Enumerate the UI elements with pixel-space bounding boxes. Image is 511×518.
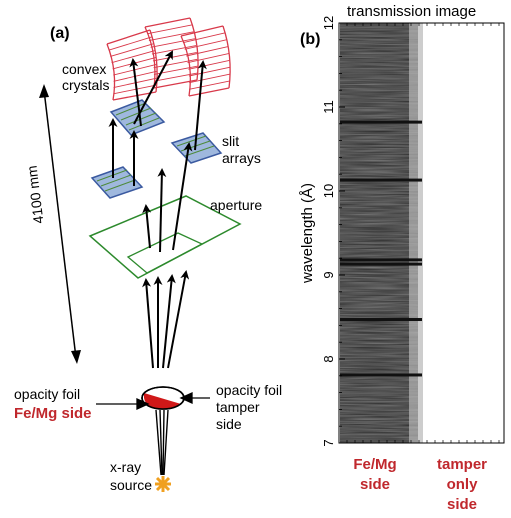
xray-source-icon bbox=[155, 476, 171, 492]
opacity-foil-right-label-2: tamper bbox=[216, 399, 260, 415]
wavelength-axis-label: wavelength (Å) bbox=[299, 183, 316, 284]
absorption-lines bbox=[340, 120, 422, 377]
panel-a: (a) convex crystal bbox=[14, 17, 282, 493]
image-border bbox=[338, 22, 505, 444]
transmission-image-title: transmission image bbox=[347, 3, 476, 20]
fe-mg-side-label: Fe/Mg side bbox=[14, 405, 92, 422]
source-cone bbox=[155, 409, 169, 476]
absorption-line bbox=[340, 120, 422, 124]
xray-source-label-2: source bbox=[110, 477, 152, 493]
y-tick-label: 9 bbox=[321, 271, 336, 278]
slit-arrays-label-2: arrays bbox=[222, 150, 261, 166]
opacity-foil-left-label: opacity foil bbox=[14, 386, 80, 402]
absorption-line bbox=[340, 262, 422, 266]
y-tick-label: 10 bbox=[321, 184, 336, 198]
xray-source-label-1: x-ray bbox=[110, 459, 141, 475]
foil-side-arrows bbox=[96, 391, 210, 411]
panel-b-label: (b) bbox=[300, 31, 320, 48]
tamper-only-side-label-2: only bbox=[447, 476, 478, 493]
slit-arrays-label-1: slit bbox=[222, 133, 239, 149]
convex-crystals-label-1: convex bbox=[62, 61, 106, 77]
tamper-only-side-label-1: tamper bbox=[437, 456, 487, 473]
y-tick-label: 12 bbox=[321, 16, 336, 30]
fe-mg-side-bottom-label-2: side bbox=[360, 476, 390, 493]
absorption-line bbox=[340, 373, 422, 377]
y-tick-label: 11 bbox=[321, 100, 336, 114]
slit-arrays bbox=[90, 99, 223, 199]
panel-b: (b) transmission image 7 8 9 10 11 12 wavelen… bbox=[299, 3, 505, 513]
y-tick-label: 7 bbox=[321, 439, 336, 446]
distance-arrow: 4100 mm bbox=[24, 84, 81, 364]
aperture-opening bbox=[126, 232, 204, 274]
aperture-label: aperture bbox=[210, 197, 262, 213]
opacity-foil-right-label-1: opacity foil bbox=[216, 382, 282, 398]
wavelength-axis: 7 8 9 10 11 12 bbox=[321, 16, 345, 447]
slit-array-right bbox=[170, 132, 223, 164]
opacity-foil bbox=[141, 386, 185, 410]
distance-label: 4100 mm bbox=[24, 165, 47, 225]
opacity-foil-right-label-3: side bbox=[216, 416, 242, 432]
fe-mg-side-bottom-label-1: Fe/Mg bbox=[353, 456, 396, 473]
absorption-line bbox=[340, 318, 422, 322]
top-ticks bbox=[346, 23, 500, 26]
convex-crystals-label-2: crystals bbox=[62, 77, 109, 93]
aperture-frame bbox=[88, 195, 242, 279]
crystal-3 bbox=[180, 25, 231, 97]
tamper-only-side-label-3: side bbox=[447, 496, 477, 513]
ray-arrows bbox=[108, 50, 207, 369]
panel-a-label: (a) bbox=[50, 25, 70, 42]
transmission-band bbox=[340, 23, 423, 443]
bottom-ticks bbox=[346, 440, 500, 443]
crystal-1 bbox=[106, 29, 158, 101]
absorption-line bbox=[340, 178, 422, 182]
absorption-line bbox=[340, 258, 422, 262]
y-tick-label: 8 bbox=[321, 355, 336, 362]
